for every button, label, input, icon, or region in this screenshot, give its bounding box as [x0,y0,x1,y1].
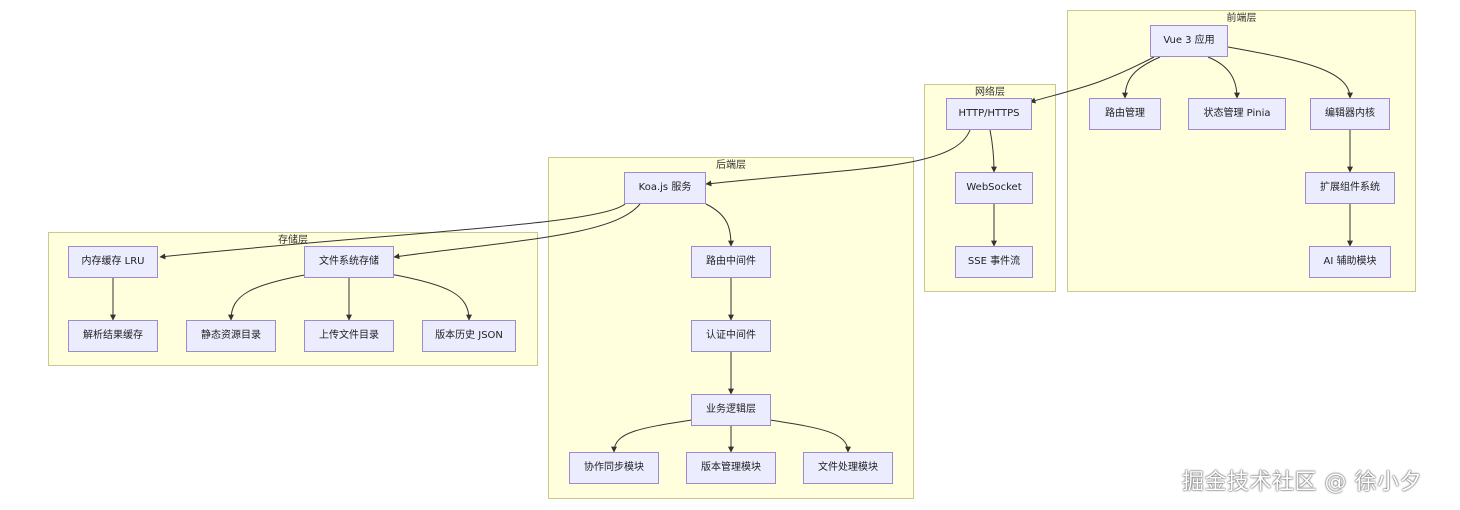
cluster-title-backend: 后端层 [716,160,746,171]
watermark: 掘金技术社区 @ 徐小夕 [1182,470,1422,495]
cluster-title-frontend: 前端层 [1226,13,1257,24]
node-ai[interactable]: AI 辅助模块 [1309,246,1391,278]
node-sse[interactable]: SSE 事件流 [955,246,1033,278]
node-auth-middleware[interactable]: 认证中间件 [691,320,771,352]
node-pinia[interactable]: 状态管理 Pinia [1188,98,1286,130]
node-router[interactable]: 路由管理 [1089,98,1161,130]
node-vue[interactable]: Vue 3 应用 [1150,25,1228,57]
node-version-history[interactable]: 版本历史 JSON [422,320,516,352]
node-fs-storage[interactable]: 文件系统存储 [304,246,394,278]
cluster-title-network: 网络层 [975,87,1005,98]
node-collab[interactable]: 协作同步模块 [569,452,659,484]
node-editor[interactable]: 编辑器内核 [1310,98,1390,130]
node-koa[interactable]: Koa.js 服务 [624,172,706,204]
node-business-logic[interactable]: 业务逻辑层 [691,394,771,426]
node-ws[interactable]: WebSocket [955,172,1033,204]
node-upload-dir[interactable]: 上传文件目录 [304,320,394,352]
node-http[interactable]: HTTP/HTTPS [946,98,1032,130]
node-file-processing[interactable]: 文件处理模块 [803,452,893,484]
node-static-dir[interactable]: 静态资源目录 [186,320,276,352]
node-version[interactable]: 版本管理模块 [686,452,776,484]
node-route-middleware[interactable]: 路由中间件 [691,246,771,278]
node-ext[interactable]: 扩展组件系统 [1305,172,1395,204]
node-parse-cache[interactable]: 解析结果缓存 [68,320,158,352]
node-lru-cache[interactable]: 内存缓存 LRU [68,246,158,278]
